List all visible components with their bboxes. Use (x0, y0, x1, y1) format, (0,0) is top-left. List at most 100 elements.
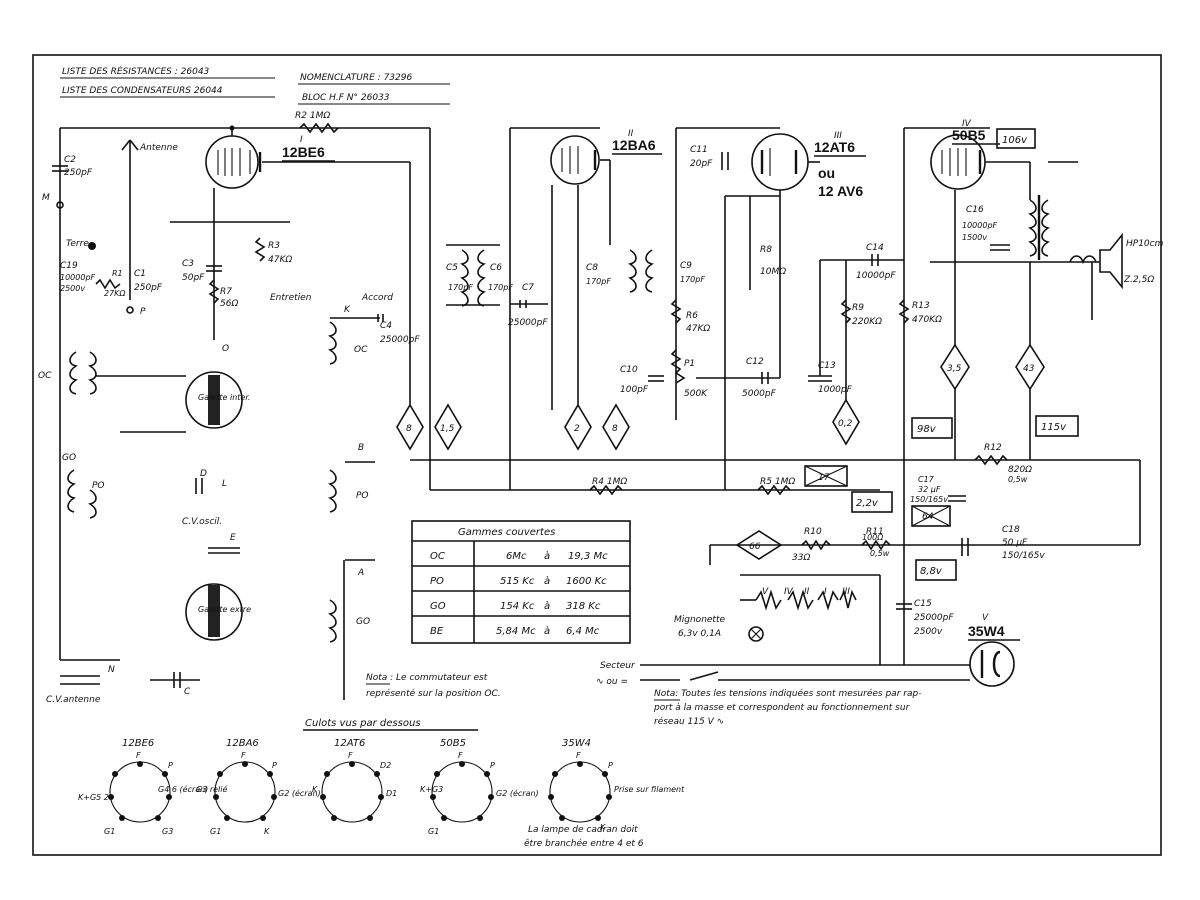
value-c4: 25000pF (380, 335, 420, 345)
speaker-icon (1099, 232, 1123, 290)
value-r13: 470KΩ (912, 315, 942, 325)
tube3-alt-name: 12 AV6 (818, 183, 863, 199)
label-r7: R7 (220, 287, 232, 297)
label-secteur: Secteur (600, 661, 636, 671)
label-c16: C16 (966, 205, 984, 215)
culot-12ba6-pin-k: K (264, 827, 270, 836)
label-galette-inter: Galette inter. (198, 393, 250, 402)
label-r12: R12 (984, 443, 1002, 453)
voltage-2: 2 (574, 424, 580, 434)
culot-12at6-name: 12AT6 (334, 738, 365, 749)
tube4-name: 50B5 (952, 127, 986, 143)
label-c11: C11 (690, 145, 708, 155)
gammes-row-3-from: 5,84 Mc (496, 626, 536, 637)
value-c15: 25000pF (914, 613, 954, 623)
note-tensions-1: Nota: Toutes les tensions indiquées sont… (654, 688, 921, 699)
label-c3: C3 (182, 259, 194, 269)
label-hp: HP10cm (1126, 239, 1164, 249)
voltage-115: 115v (1041, 422, 1067, 433)
label-accord: Accord (361, 293, 393, 303)
value-c13: 1000pF (818, 385, 853, 395)
tube5-roman: V (982, 613, 989, 623)
value-r12: 820Ω (1008, 465, 1032, 475)
label-r11: R11 (866, 527, 884, 537)
label-c1: C1 (134, 269, 146, 279)
filament-chain (755, 589, 857, 611)
culot-12ba6-pin-g2: G2 (écran) (278, 788, 321, 798)
culot-12ba6-name: 12BA6 (226, 738, 259, 749)
value-r1: 27KΩ (104, 289, 126, 298)
culot-12be6-pin-kg5: K+G5 2 (78, 793, 109, 802)
tube1-roman: I (300, 135, 303, 145)
gammes-row-3-band: BE (430, 626, 444, 637)
value-c11: 20pF (690, 159, 713, 169)
label-d: D (200, 469, 207, 479)
voltage-8b: 8 (612, 424, 618, 434)
value-c16-2: 1500v (962, 233, 987, 242)
value-r12-w: 0,5w (1008, 475, 1028, 484)
label-r6: R6 (686, 311, 698, 321)
value-c9: 170pF (680, 275, 705, 284)
voltage-88: 8,8v (920, 566, 943, 577)
culot-12at6: 12AT6 F D2 D1 K (312, 738, 397, 823)
label-cvantenne: C.V.antenne (46, 695, 101, 705)
galette-inter-shaft (208, 375, 220, 425)
label-c18: C18 (1002, 525, 1020, 535)
value-c3: 50pF (182, 273, 205, 283)
tube3-alt: ou (818, 165, 835, 181)
terre-terminal (88, 242, 96, 250)
header-condensateurs: LISTE DES CONDENSATEURS 26044 (62, 86, 223, 96)
label-e: E (230, 533, 236, 543)
label-mignonette: Mignonette (674, 615, 725, 625)
value-mignonette: 6,3v 0,1A (678, 629, 721, 639)
label-antenna: Antenne (139, 143, 178, 153)
value-c2: 250pF (64, 168, 93, 178)
galette-extre-shaft (208, 585, 220, 637)
culot-50b5-pin-kg3: K+G3 (420, 785, 443, 794)
gammes-row-2-to: 318 Kc (566, 601, 601, 612)
voltage-66-diamond (735, 530, 783, 560)
value-r3: 47KΩ (268, 255, 292, 265)
label-c10: C10 (620, 365, 638, 375)
gammes-title: Gammes couvertes (458, 527, 555, 538)
label-c2: C2 (64, 155, 76, 165)
label-r4: R4 1MΩ (592, 477, 627, 487)
voltage-98-box (911, 417, 953, 439)
tube5-envelope (969, 641, 1015, 687)
value-r11: 100Ω (862, 533, 884, 542)
value-c18: 50 µF (1002, 538, 1028, 548)
tube2-name: 12BA6 (612, 137, 656, 153)
culot-35w4-pin-f: F (576, 751, 581, 760)
culot-50b5-pin-p: P (490, 761, 495, 770)
note-commutateur-2: représenté sur la position OC. (366, 688, 501, 699)
value-c12: 5000pF (742, 389, 777, 399)
value-c14: 10000pF (856, 271, 896, 281)
voltage-17-box (804, 465, 848, 487)
label-b: B (358, 443, 364, 453)
culot-12ba6: 12BA6 F P G2 (écran) G3 relié K G1 (196, 738, 321, 836)
label-a: A (357, 568, 364, 578)
terminal-m (56, 201, 64, 209)
gammes-row-2-sep: à (544, 600, 550, 612)
value-c18-2: 150/165v (1002, 551, 1045, 561)
label-c: C (184, 687, 191, 697)
label-r1: R1 (112, 269, 123, 278)
tube2-envelope (550, 135, 600, 185)
culot-50b5-pin-g2: G2 (écran) (496, 788, 539, 798)
label-m: M (42, 193, 50, 203)
label-r8: R8 (760, 245, 772, 255)
value-r8: 10MΩ (760, 267, 786, 277)
tube4-roman: IV (962, 119, 972, 129)
tube3-roman: III (834, 131, 842, 141)
label-go-left: GO (62, 453, 76, 463)
filament-2: II (804, 587, 810, 597)
label-po-right: PO (356, 491, 369, 501)
value-p1: 500K (684, 389, 708, 399)
culot-12be6-pin-g3: G3 (162, 827, 173, 836)
culot-12at6-pin-d2: D2 (380, 761, 391, 770)
voltage-15: 1,5 (440, 424, 455, 434)
voltage-22: 2,2v (856, 498, 879, 509)
label-c5: C5 (446, 263, 458, 273)
lamp-note-1: La lampe de cadran doit (528, 825, 638, 835)
